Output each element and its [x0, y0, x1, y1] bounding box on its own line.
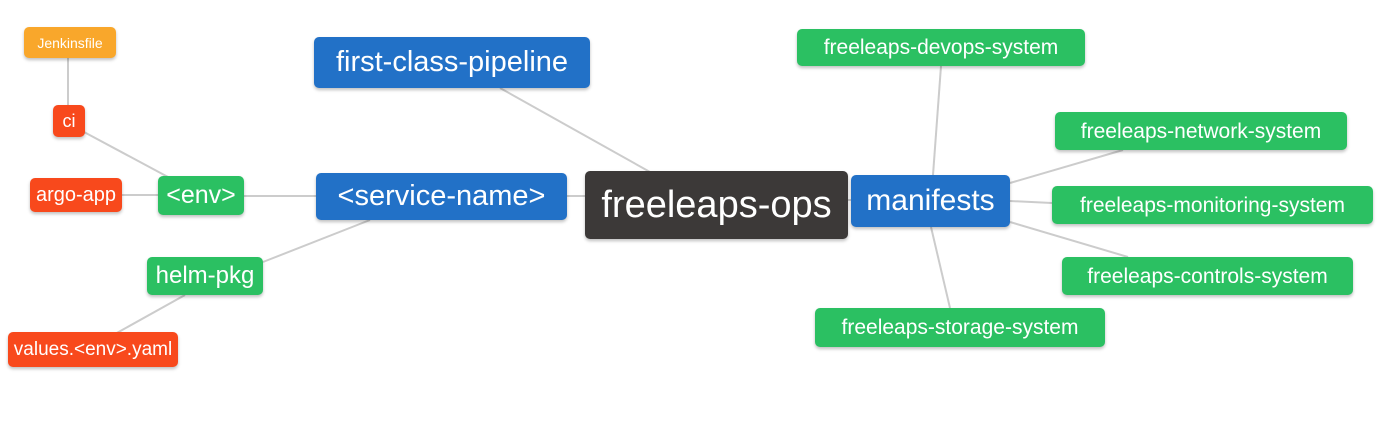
edge-values-env-yaml-to-helm-pkg: [114, 294, 186, 335]
node-freeleaps-storage-system[interactable]: freeleaps-storage-system: [815, 308, 1105, 347]
node-freeleaps-network-system[interactable]: freeleaps-network-system: [1055, 112, 1347, 150]
edge-manifests-to-freeleaps-storage-system: [930, 226, 951, 309]
node-env[interactable]: <env>: [158, 176, 244, 215]
node-freeleaps-devops-system[interactable]: freeleaps-devops-system: [797, 29, 1085, 66]
node-jenkinsfile[interactable]: Jenkinsfile: [24, 27, 116, 58]
edge-manifests-to-freeleaps-devops-system: [932, 65, 942, 176]
node-values-env-yaml[interactable]: values.<env>.yaml: [8, 332, 178, 367]
edge-manifests-to-freeleaps-monitoring-system: [1009, 200, 1053, 204]
node-helm-pkg[interactable]: helm-pkg: [147, 257, 263, 295]
edge-manifests-to-freeleaps-controls-system: [1009, 221, 1129, 258]
node-ci[interactable]: ci: [53, 105, 85, 137]
node-freeleaps-monitoring-system[interactable]: freeleaps-monitoring-system: [1052, 186, 1373, 224]
node-freeleaps-controls-system[interactable]: freeleaps-controls-system: [1062, 257, 1353, 295]
edge-first-class-pipeline-to-freeleaps-ops: [499, 87, 651, 173]
node-freeleaps-ops[interactable]: freeleaps-ops: [585, 171, 848, 239]
node-manifests[interactable]: manifests: [851, 175, 1010, 227]
node-argo-app[interactable]: argo-app: [30, 178, 122, 212]
node-service-name[interactable]: <service-name>: [316, 173, 567, 220]
edge-ci-to-env: [83, 131, 169, 178]
edge-helm-pkg-to-service-name: [262, 219, 371, 263]
edge-manifests-to-freeleaps-network-system: [1009, 149, 1124, 184]
node-first-class-pipeline[interactable]: first-class-pipeline: [314, 37, 590, 88]
